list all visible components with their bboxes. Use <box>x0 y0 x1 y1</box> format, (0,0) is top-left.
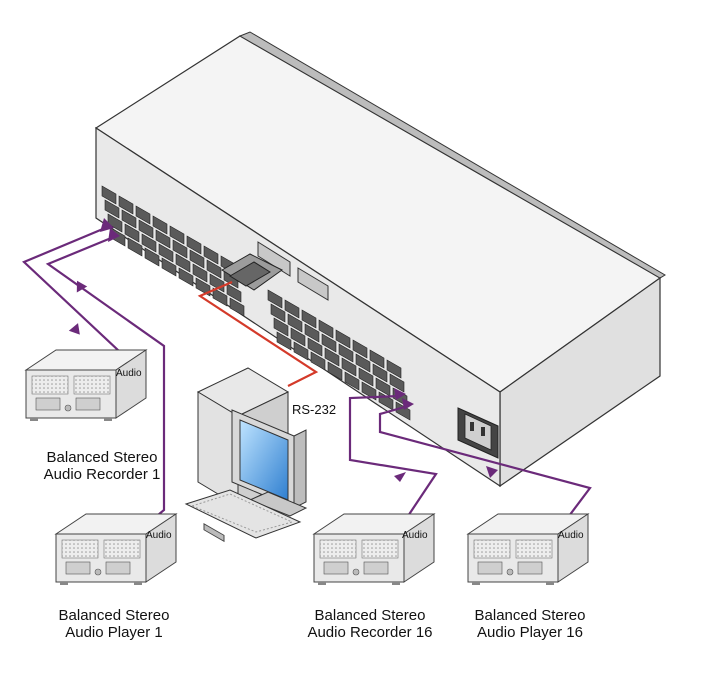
terminal-block <box>135 205 151 225</box>
player-1-device <box>55 513 177 586</box>
terminal-block <box>290 327 306 347</box>
terminal-block <box>229 297 245 317</box>
terminal-block <box>226 283 242 303</box>
terminal-block <box>104 199 120 219</box>
terminal-block <box>127 237 143 257</box>
terminal-block <box>175 253 191 273</box>
terminal-block <box>192 263 208 283</box>
audio-cable-recorder-1 <box>22 224 122 366</box>
player-1-port-label: Audio <box>146 530 172 541</box>
terminal-block <box>169 225 185 245</box>
terminal-block <box>304 323 320 343</box>
player-16-device <box>467 513 589 586</box>
terminal-block <box>158 243 174 263</box>
audio-cable-player-16 <box>378 404 592 529</box>
terminal-block <box>372 363 388 383</box>
rs232-cable <box>197 280 319 387</box>
terminal-block <box>144 247 160 267</box>
player-16-label: Balanced Stereo Audio Player 16 <box>442 607 618 641</box>
recorder-1-line1: Balanced Stereo <box>46 449 158 466</box>
terminal-block <box>186 235 202 255</box>
terminal-block <box>172 239 188 259</box>
terminal-block <box>389 373 405 393</box>
player-1-line1: Balanced Stereo <box>58 607 170 624</box>
terminal-block <box>344 371 360 391</box>
terminal-block <box>203 245 219 265</box>
terminal-block <box>155 229 171 249</box>
pc-computer <box>184 367 308 543</box>
terminal-block <box>195 277 211 297</box>
terminal-block <box>141 233 157 253</box>
rs232-label: RS-232 <box>292 402 337 417</box>
terminal-block <box>386 359 402 379</box>
terminal-block <box>276 331 292 351</box>
recorder-1-label: Balanced Stereo Audio Recorder 1 <box>14 449 190 483</box>
player-16-line2: Audio Player 16 <box>477 624 583 641</box>
terminal-block <box>307 337 323 357</box>
recorder-16-port-label: Audio <box>402 530 428 541</box>
rs232-connector <box>221 241 329 301</box>
terminal-block <box>338 343 354 363</box>
terminal-block <box>324 347 340 367</box>
terminal-block <box>335 329 351 349</box>
terminal-block <box>267 289 283 309</box>
audio-cable-recorder-16 <box>348 394 438 529</box>
terminal-block <box>178 267 194 287</box>
terminal-block <box>270 303 286 323</box>
terminal-block <box>118 195 134 215</box>
terminal-block <box>121 209 137 229</box>
recorder-1-device <box>25 349 147 422</box>
terminal-block <box>161 257 177 277</box>
signal-arrows <box>68 218 498 524</box>
terminal-block <box>327 361 343 381</box>
terminal-block <box>189 249 205 269</box>
terminal-block <box>361 381 377 401</box>
terminal-block <box>284 299 300 319</box>
terminal-block <box>321 333 337 353</box>
terminal-block <box>212 287 228 307</box>
terminal-block <box>358 367 374 387</box>
terminal-block <box>287 313 303 333</box>
player-16-port-label: Audio <box>558 530 584 541</box>
terminal-block <box>206 259 222 279</box>
recorder-16-label: Balanced Stereo Audio Recorder 16 <box>282 607 458 641</box>
recorder-16-line2: Audio Recorder 16 <box>307 624 433 641</box>
player-16-line1: Balanced Stereo <box>474 607 586 624</box>
terminal-block <box>107 213 123 233</box>
terminal-block <box>124 223 140 243</box>
power-inlet <box>457 407 499 459</box>
recorder-1-line2: Audio Recorder 1 <box>43 466 161 483</box>
recorder-1-port-label: Audio <box>116 368 142 379</box>
terminal-block <box>273 317 289 337</box>
terminal-block <box>301 309 317 329</box>
player-1-line2: Audio Player 1 <box>65 624 163 641</box>
terminal-block <box>318 319 334 339</box>
player-1-label: Balanced Stereo Audio Player 1 <box>26 607 202 641</box>
terminal-block <box>101 185 117 205</box>
terminal-block <box>138 219 154 239</box>
terminal-block <box>293 341 309 361</box>
terminal-block <box>369 349 385 369</box>
recorder-16-device <box>313 513 435 586</box>
terminal-block <box>341 357 357 377</box>
terminal-block <box>355 353 371 373</box>
recorder-16-line1: Balanced Stereo <box>314 607 426 624</box>
terminal-block <box>352 339 368 359</box>
terminal-block <box>310 351 326 371</box>
terminal-block <box>152 215 168 235</box>
